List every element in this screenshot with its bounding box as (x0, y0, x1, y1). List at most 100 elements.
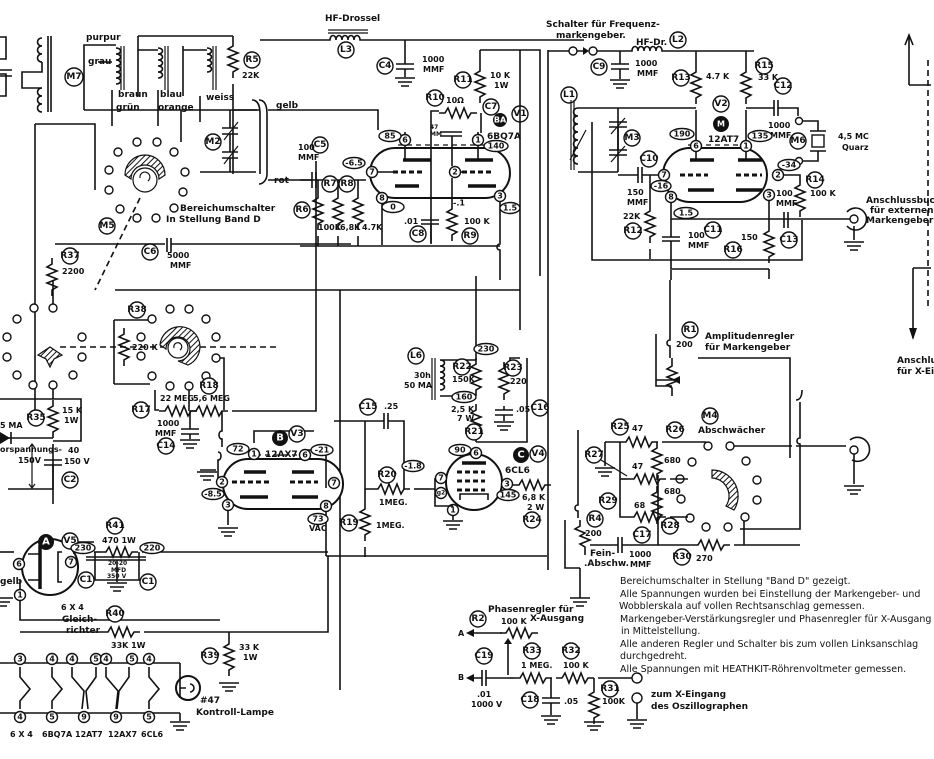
svg-text:C9: C9 (593, 62, 606, 72)
svg-text:7: 7 (438, 474, 444, 483)
x-input-terminals[interactable] (626, 672, 648, 729)
heater-bottom-pins: 4 5 9 9 5 (13, 710, 156, 724)
component-L3: L3 (260, 29, 584, 59)
svg-text:20-20: 20-20 (108, 560, 127, 567)
heater-wiring (0, 662, 191, 731)
wire-label-purpur: purpur (86, 33, 121, 43)
component-R8: R8 6,8K 4.7K (338, 175, 383, 246)
svg-text:R23: R23 (503, 363, 522, 373)
svg-text:Quarz: Quarz (842, 143, 869, 152)
svg-text:R11: R11 (453, 75, 472, 85)
v5-pins: 6 1 7 (12, 555, 78, 602)
component-R17: R17 22 MEG. (131, 390, 198, 419)
svg-text:R21: R21 (464, 427, 483, 437)
svg-text:1000: 1000 (768, 121, 791, 130)
svg-text:1W: 1W (243, 653, 258, 662)
v1-pins: 6 7 8 1 2 3 (365, 133, 507, 205)
svg-text:220: 220 (510, 377, 527, 386)
svg-text:100 K: 100 K (810, 189, 836, 198)
svg-text:C6: C6 (144, 247, 157, 257)
attenuator-switch[interactable] (675, 441, 846, 532)
bias-rectifier: 5 MA orspannungs- 150V (0, 421, 62, 489)
svg-text:R29: R29 (598, 496, 617, 506)
component-C9: C9 1000 MMF (590, 51, 658, 89)
svg-text:100K: 100K (318, 223, 342, 232)
svg-text:-.1: -.1 (453, 199, 465, 208)
svg-text:V3: V3 (290, 429, 303, 439)
v3-voltages: 72 -21 -8.5 73 VAC (201, 442, 334, 533)
attenuator-out-jack[interactable] (740, 389, 871, 530)
pilot-lamp-number: #47 (200, 696, 220, 706)
port-a-label: A (458, 629, 465, 638)
attenuator-label: Abschwächer (698, 426, 766, 436)
component-R33: R33 1 MEG. (508, 642, 553, 684)
amplitude-label-2: für Markengeber (705, 343, 791, 353)
component-R11: R11 10 K 1W (453, 49, 541, 276)
x-output-label-1: Anschluss (897, 356, 934, 366)
component-R2[interactable]: R2 100 K (466, 610, 539, 675)
component-M6: M6 4,5 MC Quarz (789, 116, 869, 166)
svg-text:1000: 1000 (422, 55, 445, 64)
svg-text:1000: 1000 (635, 59, 658, 68)
wire-label-grau: grau (88, 57, 111, 67)
svg-text:C17: C17 (632, 530, 651, 540)
svg-text:R8: R8 (340, 179, 353, 189)
svg-text:R35: R35 (26, 413, 45, 423)
v5-label: A V5 6 X 4 Gleich- richter (38, 532, 101, 636)
svg-text:6 X 4: 6 X 4 (10, 730, 33, 739)
svg-text:R6: R6 (295, 205, 308, 215)
svg-text:33 K: 33 K (239, 643, 260, 652)
svg-text:7: 7 (68, 558, 74, 567)
svg-text:V4: V4 (531, 449, 544, 459)
port-b-label: B (458, 673, 464, 682)
svg-text:1W: 1W (64, 416, 79, 425)
svg-text:R25: R25 (610, 422, 629, 432)
svg-text:R19: R19 (339, 518, 358, 528)
phase-control-label-1: Phasenregler für (488, 605, 574, 615)
svg-text:4: 4 (17, 713, 23, 722)
svg-text:1000 V: 1000 V (471, 700, 503, 709)
component-C15: C15 .25 (334, 398, 405, 489)
svg-text:47: 47 (632, 424, 643, 433)
svg-text:3: 3 (504, 480, 510, 489)
freq-marker-switch[interactable] (548, 46, 622, 56)
v1-voltages: 85 -6.5 0 140 -.1 1.5 (342, 129, 521, 215)
transformer-left (0, 36, 52, 113)
component-C8: C8 .01 (404, 217, 439, 244)
external-marker-label-2: für externen (870, 206, 934, 216)
heater-tube-names: 6 X 4 6BQ7A 12AT7 12AX7 6CL6 (10, 730, 164, 739)
svg-text:4.7 K: 4.7 K (706, 72, 730, 81)
svg-text:MMF: MMF (627, 198, 648, 207)
component-R1[interactable]: R1 200 (655, 280, 791, 458)
svg-text:M4: M4 (702, 411, 717, 421)
svg-text:MMF: MMF (770, 131, 791, 140)
sensitivity-switch[interactable] (136, 304, 225, 410)
component-R24: R24 6,8 K 2 W (512, 479, 552, 529)
component-C6: C6 5000 MMF (55, 238, 351, 270)
wire-label-gruen: grün (116, 103, 140, 113)
svg-text:Gleich-: Gleich- (62, 615, 97, 625)
svg-text:1: 1 (475, 136, 481, 145)
svg-text:R16: R16 (723, 245, 742, 255)
svg-text:MMF: MMF (170, 261, 191, 270)
note-line: Wobblerskala auf vollen Rechtsanschlag g… (619, 601, 865, 612)
svg-text:R10: R10 (425, 93, 444, 103)
svg-text:M7: M7 (66, 72, 81, 82)
svg-text:100K: 100K (602, 697, 626, 706)
hf-dr-label: HF-Dr. (636, 38, 667, 48)
svg-text:100 K: 100 K (464, 217, 490, 226)
svg-text:C4: C4 (379, 61, 392, 71)
svg-text:100: 100 (298, 143, 315, 152)
svg-text:orspannungs-: orspannungs- (0, 445, 62, 454)
svg-text:V5: V5 (63, 536, 76, 546)
component-R39: R39 33 K 1W (200, 632, 260, 692)
x-output-connection (904, 32, 931, 340)
component-M3: M3 (609, 117, 641, 163)
svg-text:200: 200 (676, 340, 693, 349)
svg-text:6: 6 (16, 560, 22, 569)
component-R4[interactable]: R4 200 (564, 430, 604, 598)
v4-grid-voltage: -1.8 (404, 462, 422, 471)
svg-text:100 K: 100 K (563, 661, 589, 670)
external-marker-jack[interactable] (841, 207, 868, 251)
svg-text:100: 100 (776, 189, 793, 198)
